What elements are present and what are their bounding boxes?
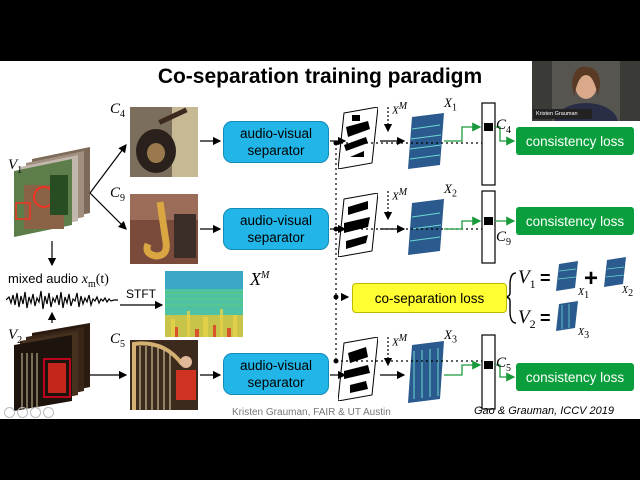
mixed-audio-label: mixed audio xm(t) (8, 271, 109, 290)
participant-name-label: Kristen Grauman (533, 109, 592, 119)
eq-x2-label: X2 (622, 285, 634, 299)
presentation-control-prev[interactable] (4, 407, 15, 418)
label-xm-2: XM (392, 187, 408, 203)
label-xm-main: XM (250, 269, 270, 289)
label-xm-1: XM (392, 101, 408, 117)
label-xm-3: XM (392, 333, 408, 349)
eq-x1-label: X1 (578, 287, 590, 301)
eq-x3-label: X3 (578, 327, 590, 341)
presentation-control-next[interactable] (17, 407, 28, 418)
consistency-loss-1: consistency loss (516, 127, 634, 155)
eq-spectrogram-x1 (556, 261, 578, 291)
eq-spectrogram-x3 (556, 301, 578, 331)
video-v1-frames (14, 147, 90, 239)
mask-1 (338, 107, 378, 169)
mask-2 (338, 193, 378, 257)
eq-equals-1: = (540, 268, 551, 288)
eq-v2: V2 (518, 307, 536, 331)
label-c5: C5 (110, 331, 126, 350)
label-x2: X2 (444, 181, 457, 200)
spectrogram-x2 (408, 199, 444, 255)
label-x1: X1 (444, 95, 457, 114)
eq-plus: + (584, 265, 599, 292)
presentation-control-search[interactable] (43, 407, 54, 418)
eq-spectrogram-x2 (604, 257, 626, 287)
coseparation-loss-box: co-separation loss (352, 283, 507, 313)
label-v1: V1 (8, 157, 23, 176)
consistency-loss-2: consistency loss (516, 207, 634, 235)
eq-equals-2: = (540, 308, 551, 328)
guitar-crop-image (130, 107, 198, 177)
mixed-audio-waveform (6, 289, 118, 311)
label-c4: C4 (110, 101, 126, 120)
presentation-control-pen[interactable] (30, 407, 41, 418)
spectrogram-x1 (408, 113, 444, 169)
consistency-loss-3: consistency loss (516, 363, 634, 391)
video-v2-frames (14, 323, 90, 413)
eq-v1: V1 (518, 267, 536, 291)
label-c5-right: C5 (496, 355, 512, 374)
mixture-spectrogram (165, 271, 243, 337)
mask-3 (338, 337, 378, 401)
spectrogram-x3 (408, 341, 444, 403)
citation: Gao & Grauman, ICCV 2019 (474, 405, 615, 417)
slide-footer: Kristen Grauman, FAIR & UT Austin (232, 407, 391, 418)
slide-title: Co-separation training paradigm (157, 65, 483, 88)
saxophone-crop-image (130, 194, 198, 264)
stft-label: STFT (126, 287, 156, 301)
label-c9-right: C9 (496, 229, 512, 248)
label-x3: X3 (444, 327, 457, 346)
label-v2: V2 (8, 327, 23, 346)
label-c4-right: C4 (496, 117, 512, 136)
label-c9: C9 (110, 185, 126, 204)
harp-crop-image (130, 340, 198, 410)
